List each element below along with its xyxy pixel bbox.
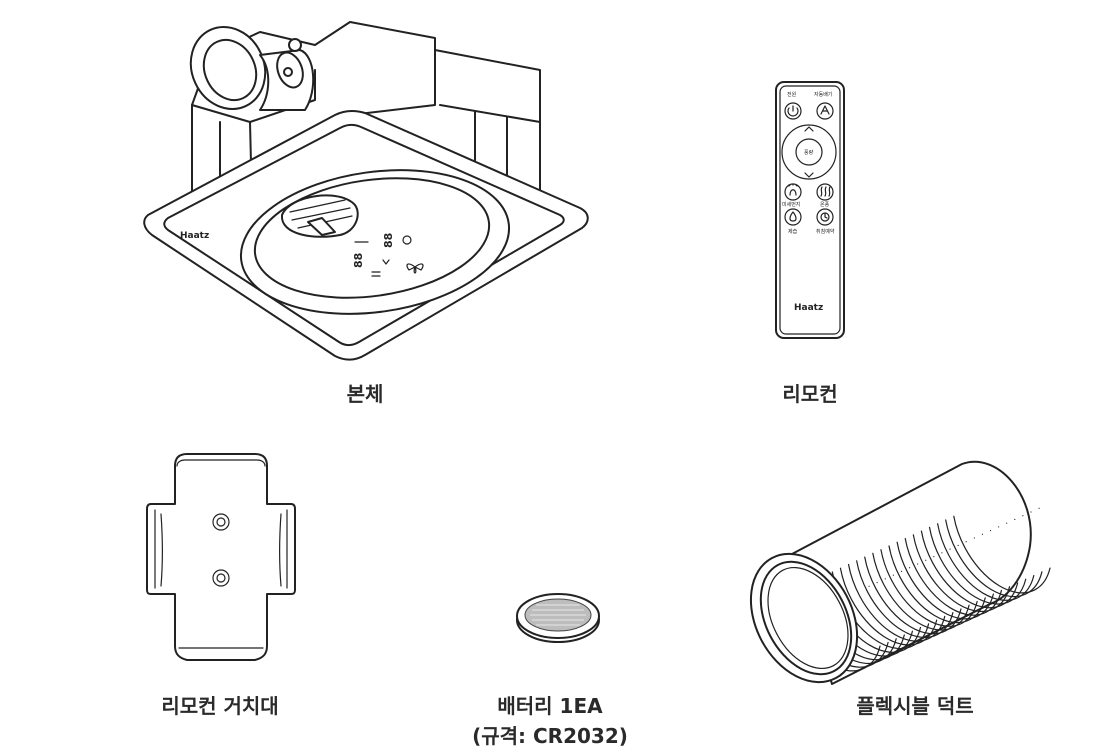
svg-text:제습: 제습 [788, 228, 798, 235]
svg-text:풍량: 풍량 [804, 149, 814, 156]
duct-label: 플렉시블 덕트 [856, 694, 974, 718]
duct-rib [887, 492, 988, 624]
svg-text:전원: 전원 [787, 91, 797, 98]
duct-rib [919, 477, 1020, 609]
remote-figure: 전원 자동배기 풍량 미세먼지 온풍 제습 취침예약 Haatz [774, 80, 846, 342]
duct-rib [870, 499, 972, 631]
remote-label: 리모컨 [782, 382, 838, 406]
main-unit-brand: Haatz [180, 231, 209, 241]
duct-rib [895, 488, 996, 620]
svg-text:자동배기: 자동배기 [814, 91, 832, 98]
coin-battery-icon [516, 593, 600, 643]
duct-rib [951, 462, 1053, 594]
svg-text:취침예약: 취침예약 [816, 228, 835, 235]
duct-rib [943, 466, 1045, 598]
duct-rib [903, 484, 1004, 616]
remote-holder-label: 리모컨 거치대 [161, 694, 279, 718]
svg-text:88: 88 [352, 253, 365, 268]
duct-rib [838, 514, 939, 646]
main-unit-label: 본체 [346, 382, 384, 406]
duct-rib [927, 473, 1028, 605]
duct-rib [862, 503, 964, 635]
remote-holder-figure [145, 452, 297, 666]
remote-control-icon: 전원 자동배기 풍량 미세먼지 온풍 제습 취침예약 Haatz [775, 81, 845, 339]
svg-text:온풍: 온풍 [820, 202, 830, 208]
battery-label: 배터리 1EA [497, 694, 603, 718]
flexible-duct-icon [749, 460, 1053, 685]
main-unit-figure: 88 88 Haatz [140, 10, 600, 370]
duct-rib [846, 510, 947, 642]
display-readout: 88 [382, 233, 395, 248]
remote-holder-icon [146, 453, 296, 661]
duct-rib [878, 495, 980, 627]
remote-brand: Haatz [794, 303, 823, 313]
duct-figure [749, 456, 1053, 686]
battery-spec: (규격: CR2032) [472, 724, 628, 748]
duct-rib [854, 507, 956, 639]
fan-unit-icon: 88 88 Haatz [143, 21, 589, 361]
svg-text:미세먼지: 미세먼지 [782, 201, 800, 208]
battery-figure [514, 592, 602, 644]
duct-rib [911, 481, 1012, 613]
duct-rib [935, 469, 1036, 601]
